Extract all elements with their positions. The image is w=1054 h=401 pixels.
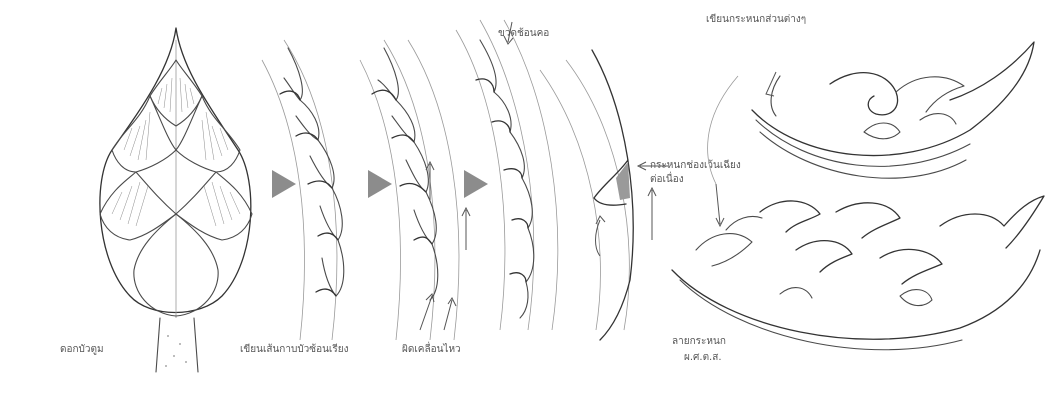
label-step4-right-2: ต่อเนื่อง (650, 171, 684, 185)
label-step3-top: ขวดช้อนคอ (498, 27, 549, 39)
kranok-top-motif (752, 42, 1034, 178)
step4-kranok-curve (540, 50, 668, 340)
step-arrow-icon (464, 170, 488, 198)
label-step4-right-1: กระหนกช่องเว้นเฉียง (650, 159, 741, 171)
label-lotus-bud: ดอกบัวตูม (60, 344, 104, 355)
step-arrow-icon (272, 170, 296, 198)
label-step1: เขียนเส้นกาบบัวซ้อนเรียง (240, 343, 349, 355)
step-arrow-icon (368, 170, 392, 198)
lotus-bud-drawing (100, 28, 252, 372)
label-step2: ผิดเคลื่อนไหว (402, 341, 461, 355)
label-kranok-bottom-1: ลายกระหนก (672, 336, 726, 347)
label-kranok-top: เขียนกระหนกส่วนต่างๆ (706, 13, 806, 25)
label-kranok-bottom-2: ผ.ศ.ต.ส. (684, 352, 722, 363)
kranok-bottom-motif (672, 184, 1044, 350)
